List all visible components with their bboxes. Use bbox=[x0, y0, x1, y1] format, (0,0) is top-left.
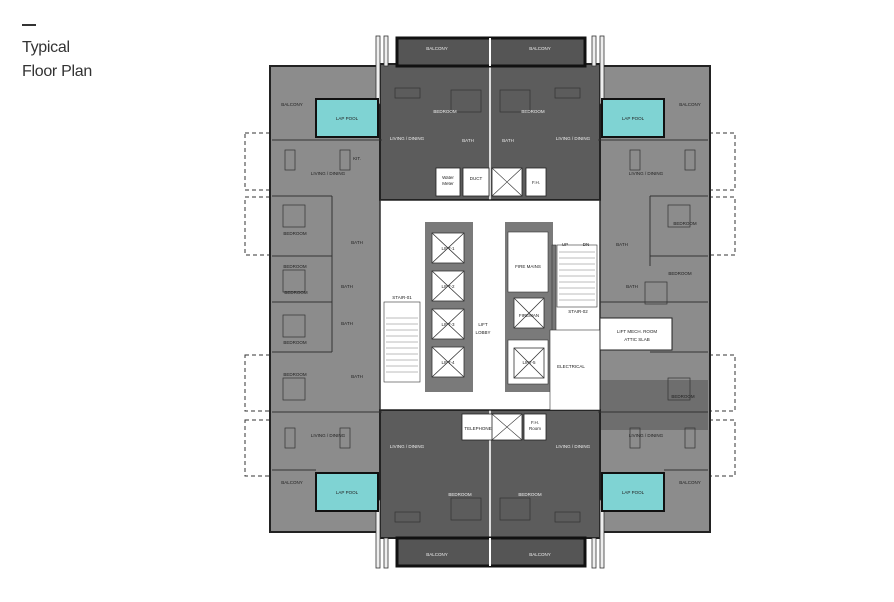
lift-mech-label: LIFT MECH. ROOM bbox=[617, 329, 657, 334]
lift-label: LIFT-5 bbox=[522, 360, 536, 365]
bedroom-label: BEDROOM bbox=[433, 109, 457, 114]
room-labels: BALCONY BALCONY BALCONY BALCONY BALCONY … bbox=[281, 46, 701, 557]
living-label: LIVING / DINING bbox=[390, 444, 425, 449]
bath-label: BATH bbox=[462, 138, 474, 143]
lift-label: LIFT-3 bbox=[441, 322, 455, 327]
telephone-room bbox=[461, 413, 495, 441]
title-line-1: Typical bbox=[22, 39, 70, 56]
stair-label: STAIR-01 bbox=[392, 295, 412, 300]
duct-room bbox=[462, 167, 490, 197]
bedroom-label: BEDROOM bbox=[284, 290, 308, 295]
balcony-label: BALCONY bbox=[529, 46, 551, 51]
fire-hose-label: F.H. bbox=[532, 180, 540, 185]
right-wing-unit-dark bbox=[600, 380, 708, 430]
bedroom-label: BEDROOM bbox=[283, 264, 307, 269]
balcony-label: BALCONY bbox=[529, 552, 551, 557]
balcony-label: BALCONY bbox=[426, 46, 448, 51]
water-meter-room bbox=[435, 167, 461, 197]
fh-room-bottom bbox=[523, 413, 547, 441]
bedroom-label: BEDROOM bbox=[518, 492, 542, 497]
kitchen-label: KIT. bbox=[353, 156, 361, 161]
lift-label: LIFT-4 bbox=[441, 360, 455, 365]
living-label: LIVING / DINING bbox=[311, 433, 346, 438]
bath-label: BATH bbox=[341, 284, 353, 289]
balcony-label: BALCONY bbox=[679, 102, 701, 107]
water-meter-label: Water bbox=[442, 175, 454, 180]
bath-label: BATH bbox=[341, 321, 353, 326]
fire-hose-label: Room bbox=[529, 426, 541, 431]
bedroom-label: BEDROOM bbox=[521, 109, 545, 114]
furniture bbox=[282, 87, 696, 523]
dn-label: DN bbox=[583, 242, 590, 247]
fire-mains-label: FIRE MAINS bbox=[515, 264, 541, 269]
bedroom-label: BEDROOM bbox=[283, 231, 307, 236]
lift-mech-label: ATTIC SLAB bbox=[624, 337, 649, 342]
bath-label: BATH bbox=[351, 240, 363, 245]
telephone-label: TELEPHONE bbox=[464, 426, 491, 431]
bedroom-label: BEDROOM bbox=[668, 271, 692, 276]
lift-label: LIFT-1 bbox=[441, 246, 455, 251]
stair-label: STAIR-02 bbox=[568, 309, 588, 314]
living-label: LIVING / DINING bbox=[556, 136, 591, 141]
bath-label: BATH bbox=[626, 284, 638, 289]
lift-lobby-label: LOBBY bbox=[475, 330, 490, 335]
fireman-lift-label: FIREMAN bbox=[519, 313, 539, 318]
lift-label: LIFT-2 bbox=[441, 284, 455, 289]
left-wing bbox=[269, 65, 383, 533]
pool-label: LAP POOL bbox=[622, 490, 645, 495]
balcony-label: BALCONY bbox=[426, 552, 448, 557]
living-label: LIVING / DINING bbox=[390, 136, 425, 141]
bath-label: BATH bbox=[502, 138, 514, 143]
balcony-label: BALCONY bbox=[281, 480, 303, 485]
living-label: LIVING / DINING bbox=[629, 171, 664, 176]
bedroom-label: BEDROOM bbox=[448, 492, 472, 497]
pool-label: LAP POOL bbox=[622, 116, 645, 121]
living-label: LIVING / DINING bbox=[556, 444, 591, 449]
fire-hose-label: F.H. bbox=[531, 420, 539, 425]
bedroom-label: BEDROOM bbox=[283, 340, 307, 345]
bedroom-label: BEDROOM bbox=[283, 372, 307, 377]
electrical-label: ELECTRICAL bbox=[557, 364, 585, 369]
pool-label: LAP POOL bbox=[336, 490, 359, 495]
duct-label: DUCT bbox=[470, 176, 483, 181]
fh-room bbox=[525, 167, 547, 197]
living-label: LIVING / DINING bbox=[629, 433, 664, 438]
lift-shafts bbox=[431, 232, 545, 379]
bath-label: BATH bbox=[616, 242, 628, 247]
title-dash bbox=[22, 24, 36, 26]
pool-label: LAP POOL bbox=[336, 116, 359, 121]
water-meter-label: Meter bbox=[442, 181, 454, 186]
stair-treads bbox=[386, 251, 595, 373]
lap-pools bbox=[315, 98, 665, 512]
living-label: LIVING / DINING bbox=[311, 171, 346, 176]
bedroom-label: BEDROOM bbox=[673, 221, 697, 226]
page-title: Typical Floor Plan bbox=[22, 18, 92, 84]
balcony-label: BALCONY bbox=[281, 102, 303, 107]
lift-mech-room bbox=[599, 317, 673, 351]
up-label: UP bbox=[562, 242, 568, 247]
interior-walls bbox=[272, 139, 708, 471]
title-line-2: Floor Plan bbox=[22, 63, 92, 80]
bath-label: BATH bbox=[351, 374, 363, 379]
lift-lobby-label: LIFT bbox=[478, 322, 488, 327]
balcony-label: BALCONY bbox=[679, 480, 701, 485]
bedroom-label: BEDROOM bbox=[671, 394, 695, 399]
